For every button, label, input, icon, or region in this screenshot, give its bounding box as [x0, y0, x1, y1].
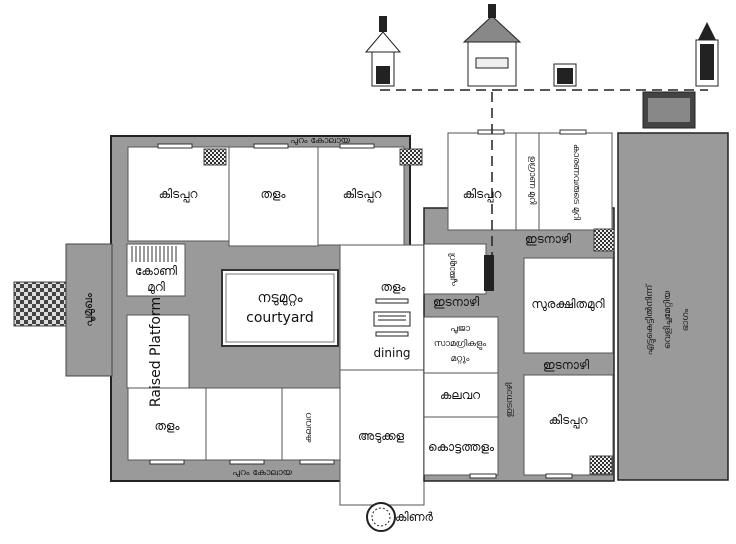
- room-hall-center: [339, 244, 425, 371]
- room-stair: [126, 243, 186, 297]
- label-east-wing-2: വെളിച്ചമേറ്റിയ: [662, 290, 673, 349]
- label-corridor-3: ഇടനാഴി: [543, 358, 590, 372]
- label-grain-room: കൊട്ടത്തളം: [428, 440, 495, 454]
- label-east-wing-3: ഭാഗം: [681, 309, 691, 332]
- east-wing: [617, 132, 729, 481]
- stair-lines: [131, 246, 177, 262]
- well-icon: [366, 502, 396, 532]
- label-dining: dining: [373, 346, 410, 360]
- shrine-icon-4: [695, 22, 719, 87]
- room-bedroom-ne: [447, 132, 517, 231]
- label-pooja-store-2: സാമഗ്രികളും: [434, 338, 486, 351]
- window-marks: [149, 129, 587, 479]
- label-pooja-store-1: പൂജാ: [450, 324, 470, 334]
- shrine-icon-1: [364, 16, 402, 87]
- dining-table-icon: [373, 298, 411, 337]
- gate-icon: [642, 91, 696, 129]
- label-bedroom-se: കിടപ്പറ: [549, 413, 588, 428]
- room-kitchen: [339, 369, 425, 506]
- tile-e: [593, 228, 615, 252]
- label-verandah-bottom: പുറം കോലായ: [232, 468, 292, 478]
- room-grain: [423, 416, 499, 476]
- tile-se: [589, 455, 613, 475]
- label-raised-platform: Raised Platform: [148, 297, 164, 407]
- room-store: [423, 372, 499, 418]
- room-prayer: [423, 243, 487, 295]
- label-bedroom-n: കിടപ്പറ: [343, 187, 382, 202]
- label-hall-sw: തളം: [154, 419, 180, 433]
- room-store-sw: [281, 387, 341, 461]
- label-corridor-1: ഇടനാഴി: [525, 232, 572, 246]
- label-prayer-room: പൂജാമുറി: [447, 253, 458, 286]
- label-stair-1: കോണി: [135, 264, 177, 278]
- label-old-people: കാരണവരുടെ മുറി: [571, 144, 582, 220]
- room-old-people: [538, 132, 613, 231]
- label-well: കിണർ: [395, 510, 433, 524]
- label-bedroom-nw: കിടപ്പറ: [159, 187, 198, 202]
- label-pooja-store-3: മറ്റും: [451, 354, 470, 364]
- label-corridor-4: ഇടനാഴി: [504, 383, 515, 418]
- entrance-steps: [13, 281, 67, 327]
- label-courtyard-en: courtyard: [246, 310, 314, 326]
- label-guest-room: സുരക്ഷിതമുറി: [531, 297, 605, 312]
- label-hall-north: തളം: [260, 187, 286, 201]
- pooja-shrine: [484, 255, 494, 291]
- tile-nw: [203, 148, 227, 166]
- room-guest: [523, 257, 614, 354]
- label-corridor-2: ഇടനാഴി: [433, 295, 480, 309]
- label-entrance: പൂമുഖം: [81, 292, 96, 327]
- shrine-icon-3: [553, 63, 577, 87]
- label-bedroom-ne: കിടപ്പറ: [463, 187, 502, 202]
- room-raised-platform: [126, 314, 190, 389]
- label-stair-2: മുറി: [147, 280, 165, 295]
- room-entrance: [65, 243, 113, 377]
- tile-n: [399, 148, 423, 166]
- label-hall-center: തളം: [380, 280, 406, 294]
- label-courtyard-ml: നടുമുറ്റം: [257, 290, 302, 307]
- label-kitchen: അടുക്കള: [358, 429, 405, 444]
- room-store-sw-blank: [205, 387, 283, 461]
- courtyard-border: [221, 269, 339, 347]
- label-verandah-top: പുറം കോലായ: [290, 136, 350, 146]
- room-bedroom-n: [317, 146, 405, 246]
- dashed-alignment: [380, 89, 708, 270]
- label-east-wing-1: എട്ടുകെട്ടിൽനിന്ന്: [644, 284, 657, 356]
- shrine-icon-2: [462, 4, 522, 87]
- label-store: കലവറ: [440, 388, 480, 402]
- label-store-mid: ഉഗ്രാണ മുറി: [527, 156, 538, 205]
- label-store-sw: കലവറ: [304, 413, 314, 443]
